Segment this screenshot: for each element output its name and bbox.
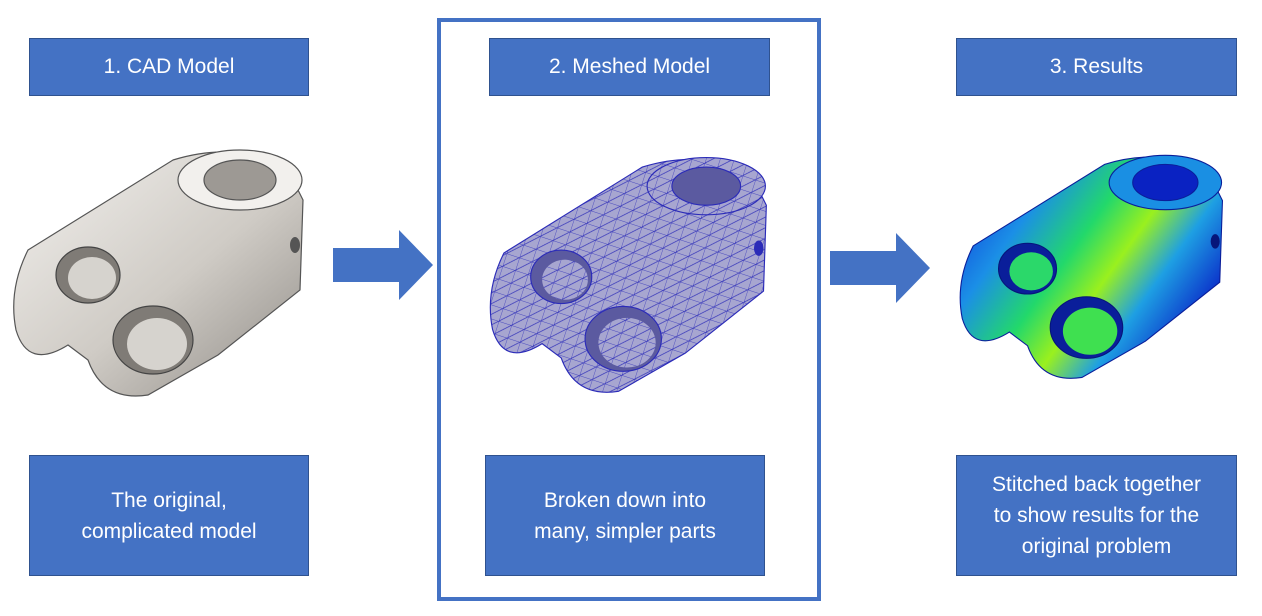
meshed-part-icon <box>489 156 767 393</box>
step-2-description-line: Broken down into <box>543 488 707 512</box>
step-1-description: The original, complicated model <box>29 455 309 576</box>
step-1-description-line: complicated model <box>81 519 257 543</box>
step-1-description-line: The original, <box>111 488 227 512</box>
results-part-icon <box>959 154 1224 379</box>
step-3-description: Stitched back together to show results f… <box>956 455 1237 576</box>
step-3-description-line: to show results for the <box>993 504 1200 527</box>
step-1-title: 1. CAD Model <box>29 38 309 96</box>
step-2-title: 2. Meshed Model <box>489 38 770 96</box>
step-3-description-line: original problem <box>1021 535 1172 558</box>
step-3-description-line: Stitched back together <box>992 473 1201 496</box>
arrow-right-icon <box>333 230 433 300</box>
step-2-description: Broken down into many, simpler parts <box>485 455 765 576</box>
step-2-description-line: many, simpler parts <box>534 519 716 543</box>
step-3-title: 3. Results <box>956 38 1237 96</box>
cad-part-icon <box>13 149 304 397</box>
highlight-frame <box>437 18 821 601</box>
arrow-right-icon <box>830 233 930 303</box>
